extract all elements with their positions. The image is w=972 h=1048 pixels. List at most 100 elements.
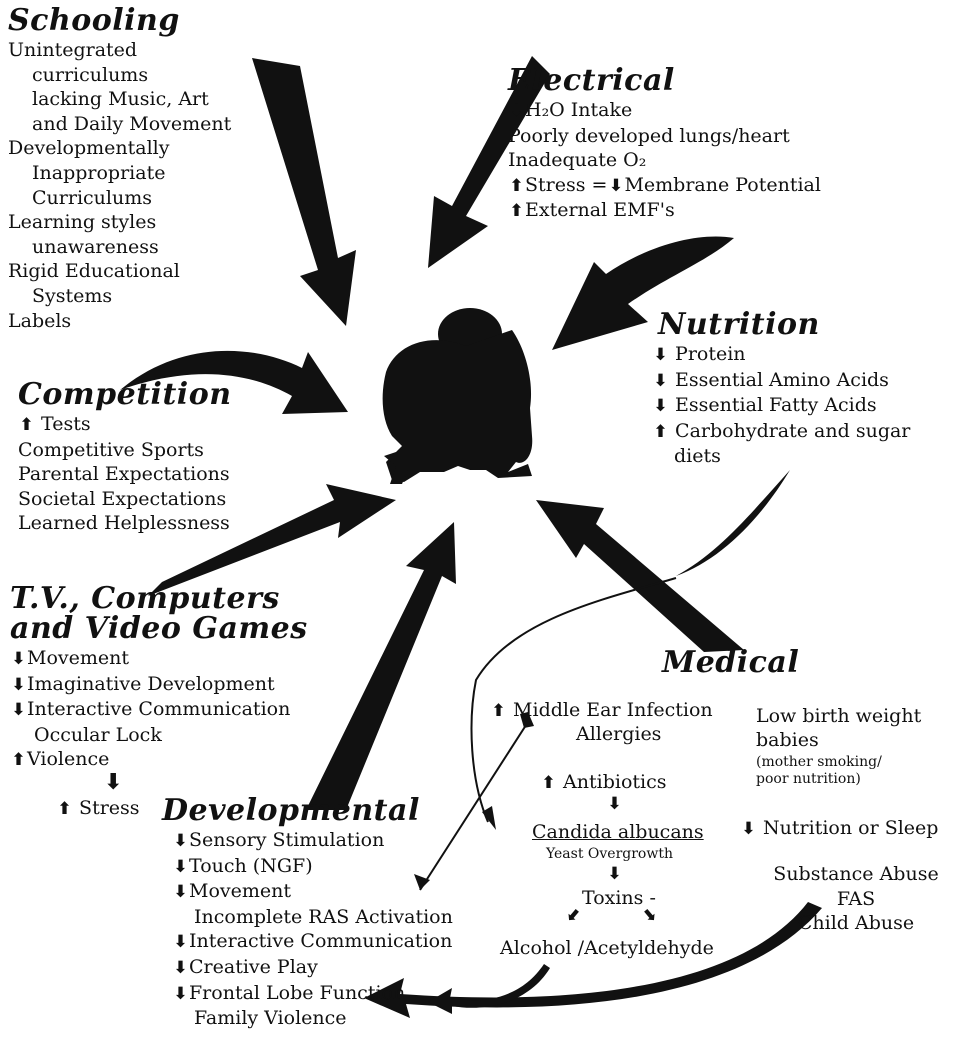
bottom-swoosh-arrow bbox=[364, 902, 822, 1018]
down-arrow-icon: ⬇ bbox=[173, 983, 188, 1004]
tv-line: Imaginative Development bbox=[27, 672, 275, 695]
tv-line: Stress bbox=[79, 797, 140, 819]
down-arrow-icon: ⬇ bbox=[509, 101, 524, 121]
tv-section: T.V., Computers and Video Games ⬇Movemen… bbox=[10, 584, 308, 773]
schooling-line: Systems bbox=[32, 284, 113, 307]
medical-title: Medical bbox=[662, 645, 800, 680]
nutrition-section: Nutrition ⬇ Protein ⬇ Essential Amino Ac… bbox=[652, 310, 910, 469]
medical-swoosh bbox=[676, 470, 790, 576]
tv-stress-down-arrow: ⬇ bbox=[104, 770, 123, 795]
up-arrow-icon: ⬆ bbox=[509, 201, 524, 222]
electrical-line: Inadequate O₂ bbox=[508, 149, 647, 172]
medical-abuse-block: Substance Abuse FAS Child Abuse bbox=[756, 862, 956, 936]
schooling-line: Unintegrated bbox=[8, 39, 138, 61]
medical-text: Antibiotics bbox=[563, 771, 667, 793]
electrical-line: Membrane Potential bbox=[624, 173, 821, 196]
electrical-line: Stress = bbox=[525, 173, 608, 196]
schooling-title: Schooling bbox=[8, 3, 180, 38]
electrical-title: Electrical bbox=[508, 63, 675, 98]
schooling-line: and Daily Movement bbox=[32, 112, 232, 135]
nutrition-line: Carbohydrate and sugar bbox=[675, 419, 911, 442]
competition-section: Competition ⬆ Tests Competitive Sports P… bbox=[18, 380, 232, 536]
tv-line: Interactive Communication bbox=[27, 698, 291, 721]
competition-arrow bbox=[120, 350, 348, 414]
up-arrow-icon: ⬆ bbox=[19, 415, 34, 435]
medical-babies: babies bbox=[756, 729, 819, 751]
medical-text: Middle Ear Infection bbox=[513, 699, 713, 721]
down-arrow-icon: ⬇ bbox=[11, 649, 26, 669]
medical-child-abuse: Child Abuse bbox=[797, 912, 915, 935]
schooling-line: Labels bbox=[8, 309, 72, 332]
developmental-section: Developmental ⬇Sensory Stimulation ⬇Touc… bbox=[162, 796, 453, 1031]
schooling-arrow bbox=[252, 58, 356, 326]
thin-line-to-ras bbox=[419, 721, 529, 891]
up-arrow-icon: ⬆ bbox=[653, 421, 668, 442]
up-arrow-icon: ⬆ bbox=[541, 773, 556, 793]
down-arrow-icon: ⬇ bbox=[653, 345, 668, 365]
schooling-line: Curriculums bbox=[32, 186, 152, 209]
schooling-section: Schooling Unintegrated curriculums lacki… bbox=[8, 6, 231, 333]
medical-split-arrow-left: ⬇ bbox=[561, 904, 585, 928]
developmental-line: Frontal Lobe Function bbox=[189, 981, 406, 1004]
developmental-line: Touch (NGF) bbox=[189, 854, 313, 877]
medical-antibiotics: ⬆ Antibiotics bbox=[540, 770, 667, 796]
tv-title: and Video Games bbox=[10, 611, 308, 646]
down-arrow-icon: ⬇ bbox=[173, 856, 188, 877]
schooling-line: Learning styles bbox=[8, 211, 157, 234]
medical-allergies: Allergies bbox=[576, 723, 662, 745]
schooling-line: Developmentally bbox=[8, 137, 170, 160]
tv-title: T.V., Computers bbox=[10, 581, 280, 616]
down-arrow-icon: ⬇ bbox=[653, 396, 668, 417]
medical-low-birth: Low birth weight bbox=[756, 705, 922, 727]
up-arrow-icon: ⬆ bbox=[11, 750, 26, 771]
schooling-line: Inappropriate bbox=[32, 161, 166, 184]
medical-alcohol: Alcohol /Acetyldehyde bbox=[500, 937, 714, 959]
electrical-section: Electrical ⬇H₂O Intake Poorly developed … bbox=[508, 66, 821, 224]
up-arrow-icon: ⬆ bbox=[491, 701, 506, 721]
nutrition-line: diets bbox=[674, 445, 721, 468]
tv-arrow bbox=[148, 484, 396, 596]
up-arrow-icon: ⬆ bbox=[57, 799, 72, 819]
developmental-line: Incomplete RAS Activation bbox=[194, 905, 453, 928]
nutrition-line: Essential Fatty Acids bbox=[675, 394, 877, 417]
competition-line: Competitive Sports bbox=[18, 438, 204, 461]
tv-stress: ⬆ Stress bbox=[56, 796, 140, 822]
electrical-line: External EMF's bbox=[525, 199, 675, 222]
developmental-line: Sensory Stimulation bbox=[189, 829, 385, 851]
developmental-arrow bbox=[306, 522, 456, 810]
nutrition-arrow bbox=[552, 236, 734, 350]
down-arrow-icon: ⬇ bbox=[741, 819, 756, 839]
down-arrow-icon: ⬇ bbox=[607, 864, 622, 884]
down-arrow-icon: ⬇ bbox=[173, 957, 188, 978]
developmental-line: Interactive Communication bbox=[189, 930, 453, 953]
medical-split-arrow-right: ⬇ bbox=[639, 904, 663, 928]
tv-line: Movement bbox=[27, 647, 130, 669]
electrical-line: Poorly developed lungs/heart bbox=[508, 124, 790, 147]
down-arrow-icon: ⬇ bbox=[11, 700, 26, 721]
competition-line: Learned Helplessness bbox=[18, 512, 230, 535]
medical-note: (mother smoking/ bbox=[756, 754, 882, 770]
down-arrow-icon: ⬇ bbox=[173, 932, 188, 953]
tv-line: Violence bbox=[27, 748, 110, 771]
down-arrow-icon: ⬇ bbox=[173, 831, 188, 851]
competition-line: Societal Expectations bbox=[18, 487, 227, 510]
competition-line: Parental Expectations bbox=[18, 463, 230, 486]
alcohol-arrow bbox=[428, 964, 550, 1014]
developmental-title: Developmental bbox=[162, 793, 420, 828]
competition-line: Tests bbox=[41, 413, 91, 435]
nutrition-title: Nutrition bbox=[658, 307, 820, 342]
schooling-line: Rigid Educational bbox=[8, 260, 180, 283]
electrical-arrow bbox=[428, 56, 550, 268]
medical-toxins: Toxins - bbox=[582, 887, 656, 909]
medical-yeast: Yeast Overgrowth bbox=[546, 846, 673, 862]
competition-title: Competition bbox=[18, 377, 232, 412]
nutrition-line: Essential Amino Acids bbox=[675, 368, 889, 391]
medical-arrow bbox=[536, 500, 744, 652]
medical-down-arrow: ⬇ bbox=[606, 864, 623, 884]
thin-curve-to-candida bbox=[470, 577, 677, 823]
down-arrow-icon: ⬇ bbox=[607, 794, 622, 814]
medical-note: poor nutrition) bbox=[756, 771, 861, 787]
down-arrow-icon: ⬇ bbox=[104, 770, 123, 795]
medical-text: Nutrition or Sleep bbox=[763, 817, 939, 839]
developmental-line: Family Violence bbox=[194, 1007, 347, 1030]
